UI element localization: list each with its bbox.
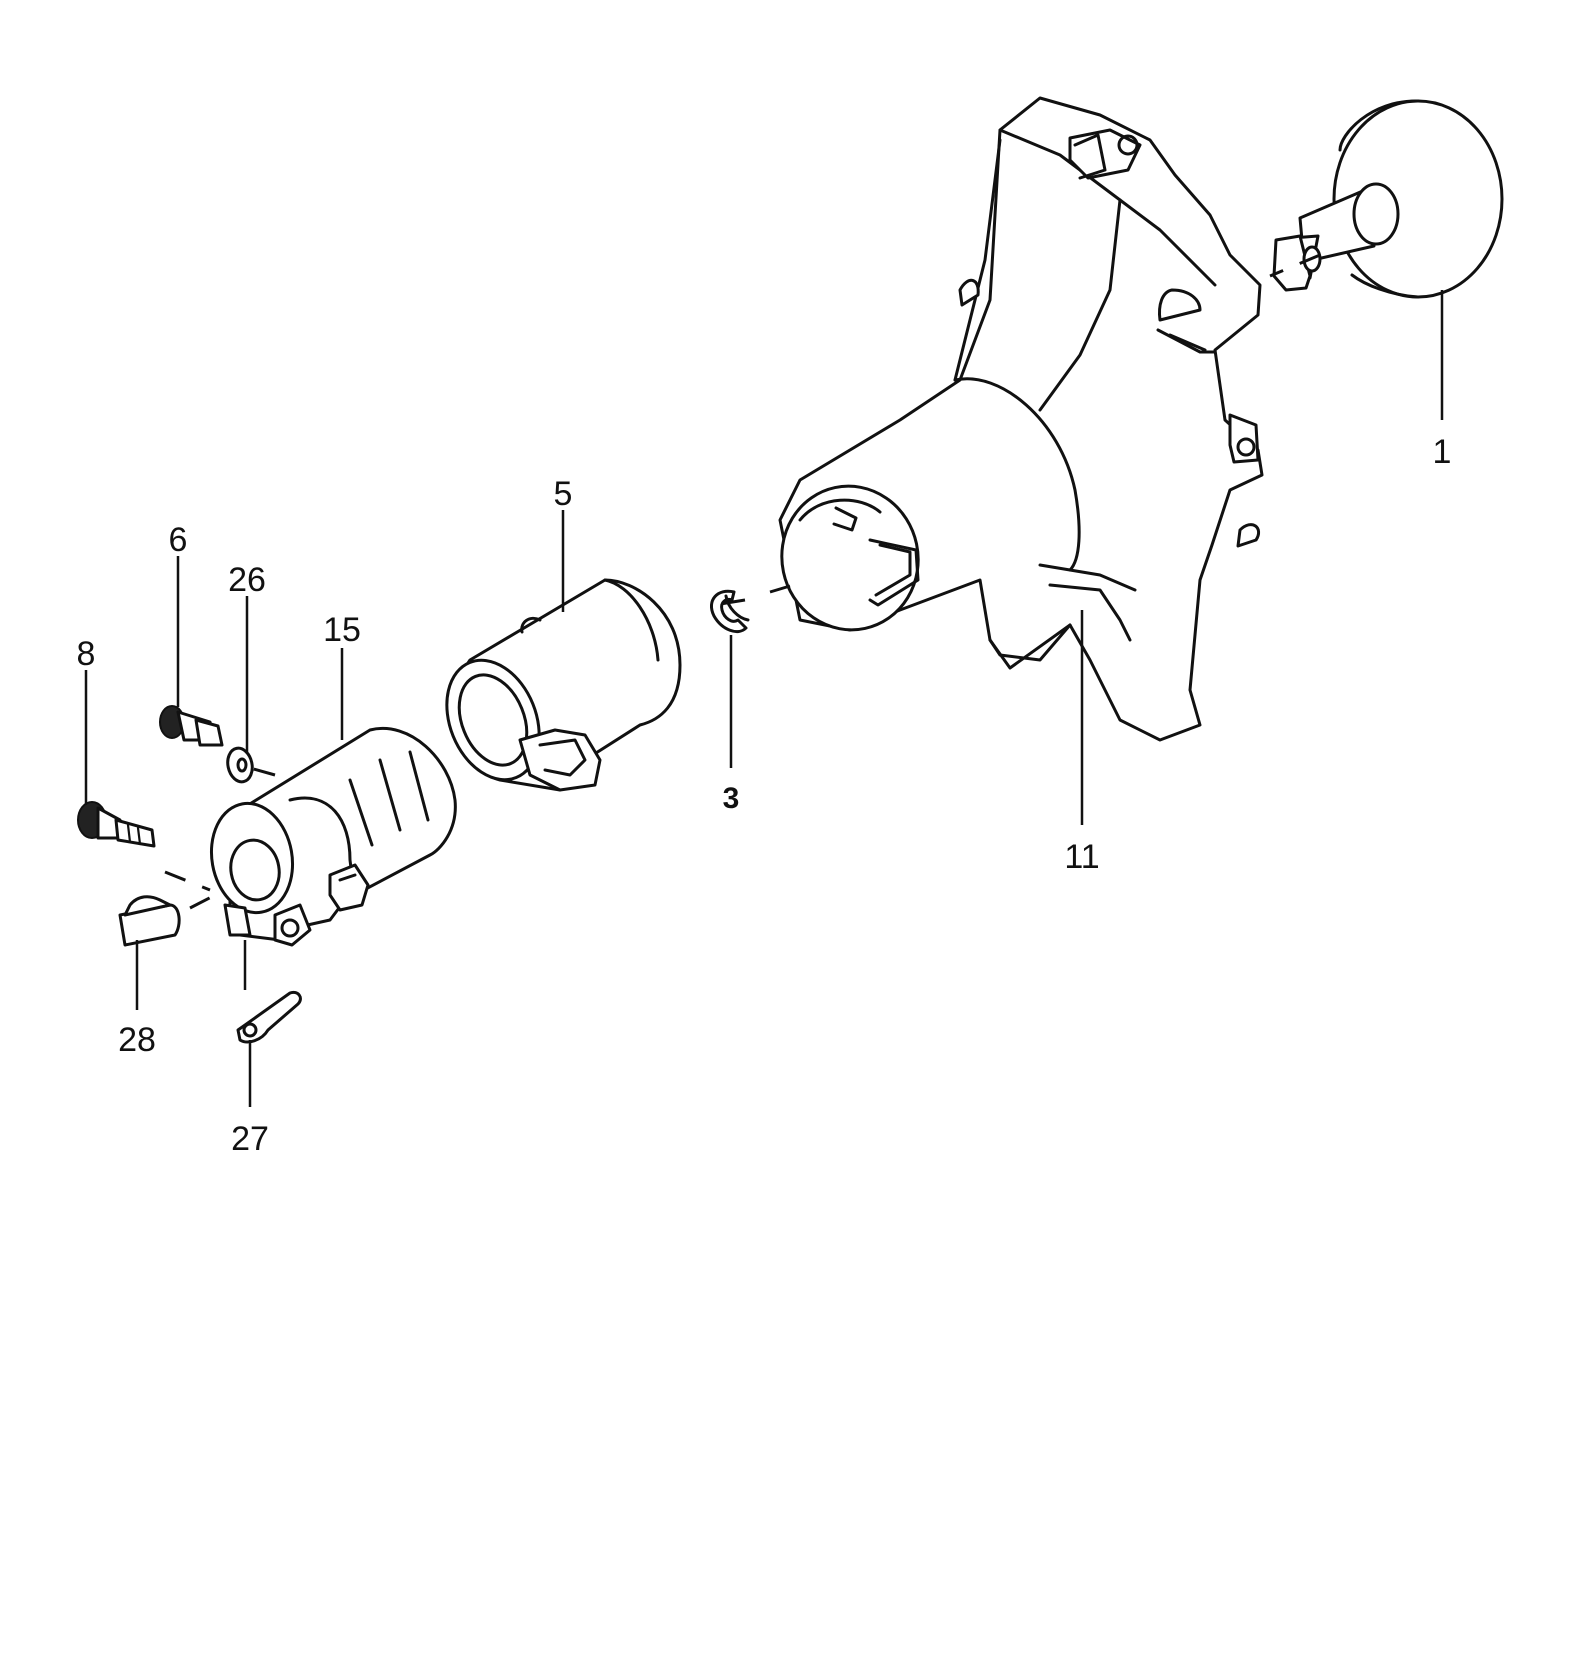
part-8-screw [77,801,156,848]
callout-5: 5 [554,475,573,513]
callout-15: 15 [323,611,361,649]
callout-27: 27 [231,1120,269,1158]
callout-28: 28 [118,1021,156,1059]
part-6-bolt [159,705,224,747]
callout-3: 3 [723,782,740,815]
assembly-lines [164,253,1321,990]
callout-6: 6 [169,521,188,559]
callout-11: 11 [1064,838,1099,876]
callout-1: 1 [1433,433,1452,471]
part-11-gear-case [778,96,1264,742]
leader-lines [84,290,1444,1107]
part-1-clutch-drum [1272,99,1504,299]
part-27-plate [236,990,302,1044]
callout-labels: 1 3 5 6 8 11 15 26 27 28 [77,433,1452,1158]
part-15-clamp [209,727,457,947]
callout-8: 8 [77,635,96,673]
part-28-tab [118,895,181,947]
part-26-washer [226,746,254,784]
part-5-holder [445,578,682,792]
callout-26: 26 [228,561,266,599]
part-3-clip [710,589,750,633]
